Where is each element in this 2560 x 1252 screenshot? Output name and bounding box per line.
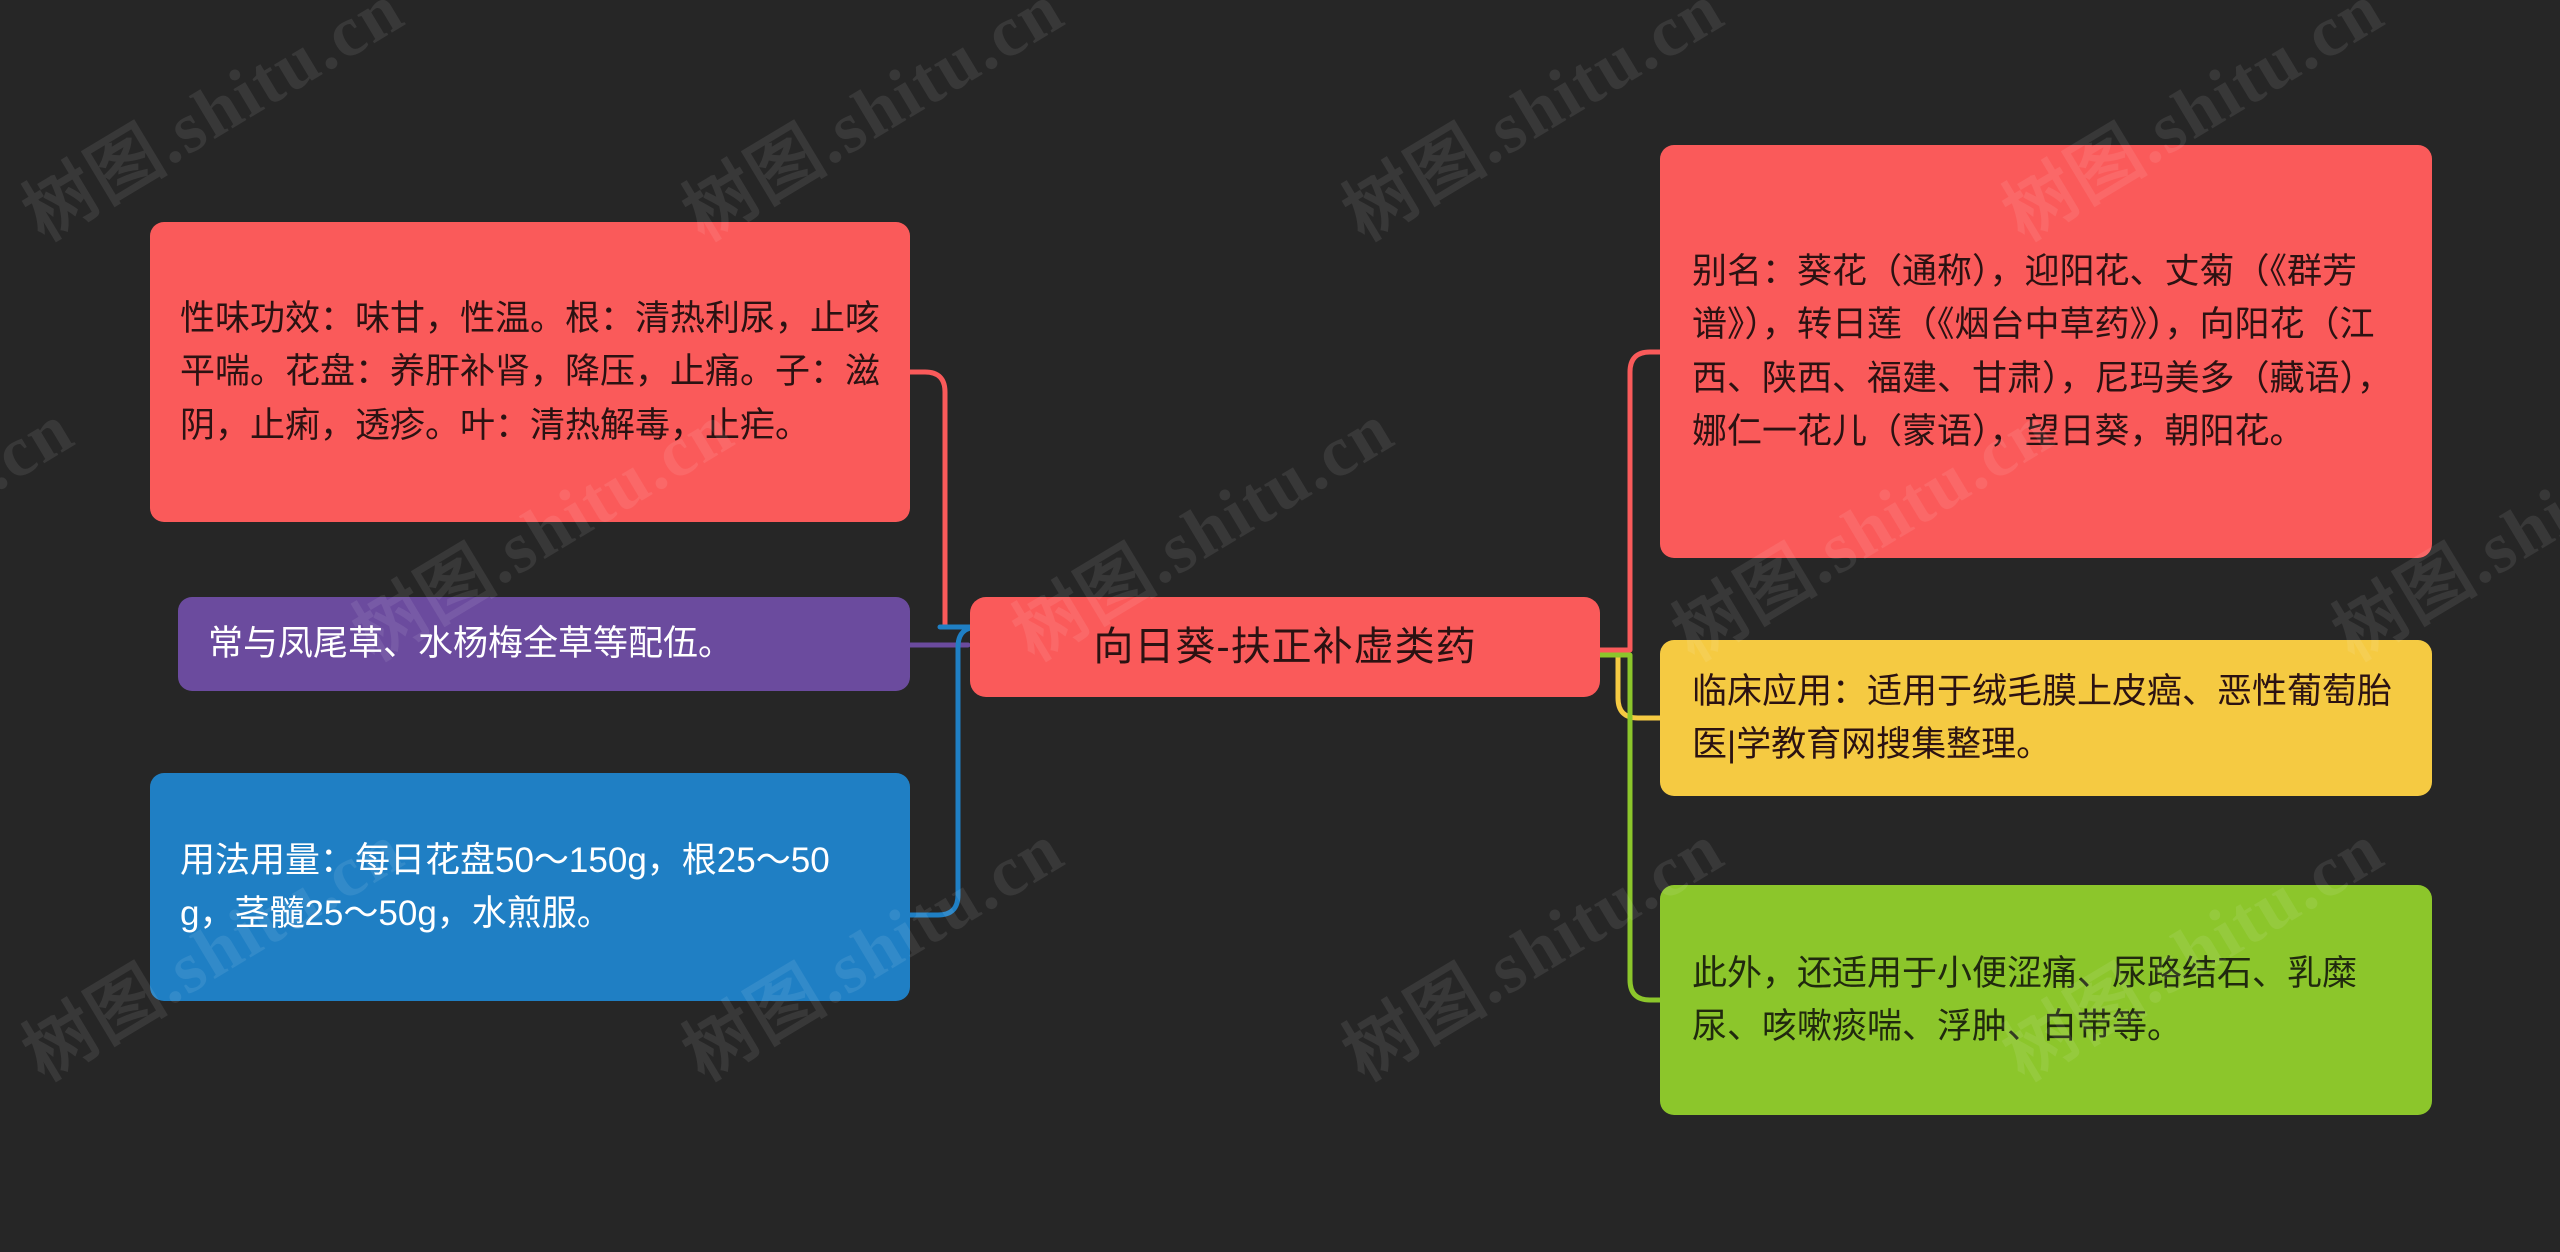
node-right-clinical-application-label: 临床应用：适用于绒毛膜上皮癌、恶性葡萄胎医|学教育网搜集整理。 (1692, 671, 2393, 764)
node-left-dosage[interactable]: 用法用量：每日花盘50～150g，根25～50g，茎髓25～50g，水煎服。 (150, 773, 910, 1001)
node-left-properties-effects-label: 性味功效：味甘，性温。根：清热利尿，止咳平喘。花盘：养肝补肾，降压，止痛。子：滋… (180, 299, 881, 445)
node-right-other-indications[interactable]: 此外，还适用于小便涩痛、尿路结石、乳糜尿、咳嗽痰喘、浮肿、白带等。 (1660, 885, 2432, 1115)
connector-right-red (1597, 349, 1663, 653)
node-right-aliases[interactable]: 别名：葵花（通称），迎阳花、丈菊（《群芳谱》），转日莲（《烟台中草药》），向阳花… (1660, 145, 2432, 558)
central-node-label: 向日葵-扶正补虚类药 (1093, 625, 1477, 669)
node-left-properties-effects[interactable]: 性味功效：味甘，性温。根：清热利尿，止咳平喘。花盘：养肝补肾，降压，止痛。子：滋… (150, 222, 910, 522)
node-right-other-indications-label: 此外，还适用于小便涩痛、尿路结石、乳糜尿、咳嗽痰喘、浮肿、白带等。 (1692, 953, 2358, 1046)
node-right-clinical-application[interactable]: 临床应用：适用于绒毛膜上皮癌、恶性葡萄胎医|学教育网搜集整理。 (1660, 640, 2432, 796)
connector-right-green (1597, 652, 1663, 1003)
node-left-dosage-label: 用法用量：每日花盘50～150g，根25～50g，茎髓25～50g，水煎服。 (180, 840, 830, 933)
node-right-aliases-label: 别名：葵花（通称），迎阳花、丈菊（《群芳谱》），转日莲（《烟台中草药》），向阳花… (1692, 252, 2393, 451)
node-left-combination[interactable]: 常与凤尾草、水杨梅全草等配伍。 (178, 597, 910, 691)
connector-left-blue (907, 624, 981, 918)
connector-right-yellow (1597, 652, 1663, 721)
central-node-root[interactable]: 向日葵-扶正补虚类药 (970, 597, 1600, 697)
node-left-combination-label: 常与凤尾草、水杨梅全草等配伍。 (208, 624, 734, 664)
connector-left-red (907, 369, 948, 630)
